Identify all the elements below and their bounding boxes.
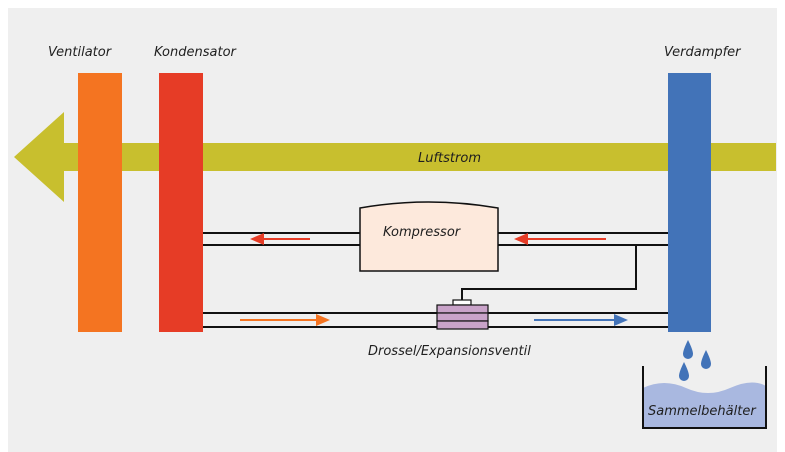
pipes	[203, 232, 668, 328]
label-kondensator: Kondensator	[154, 45, 238, 60]
arrow-left-top-right	[514, 233, 606, 245]
sammelbehaelter-tank	[642, 366, 767, 429]
flow-arrows	[240, 233, 628, 326]
tank-outline	[642, 366, 767, 429]
kondensator-bar	[159, 73, 203, 332]
valve-layer-top	[436, 304, 489, 314]
water-drops	[679, 340, 711, 381]
arrow-right-bottom-right	[534, 314, 628, 326]
label-sammelbehaelter: Sammelbehälter	[648, 404, 757, 419]
valve-layer-middle	[436, 312, 489, 322]
valve-layer-bottom	[436, 320, 489, 330]
ventilator-bar	[78, 73, 122, 332]
arrow-left-top-left	[250, 233, 310, 245]
drossel-valve	[436, 299, 489, 330]
drop-icon	[701, 350, 711, 369]
label-verdampfer: Verdampfer	[664, 45, 742, 60]
label-kompressor: Kompressor	[383, 225, 462, 240]
arrow-head	[514, 233, 528, 245]
airflow-arrow	[14, 112, 776, 202]
verdampfer-bar	[668, 73, 711, 332]
arrow-head	[614, 314, 628, 326]
kompressor-box	[359, 201, 499, 272]
pipe-control-line	[461, 245, 637, 303]
arrow-head	[316, 314, 330, 326]
arrow-head	[250, 233, 264, 245]
arrow-right-bottom-left	[240, 314, 330, 326]
valve-stem	[452, 299, 472, 306]
water-fill	[643, 382, 766, 428]
drop-icon	[679, 362, 689, 381]
label-drossel: Drossel/Expansionsventil	[368, 344, 531, 359]
label-luftstrom: Luftstrom	[418, 151, 481, 166]
drop-icon	[683, 340, 693, 359]
label-ventilator: Ventilator	[48, 45, 113, 60]
